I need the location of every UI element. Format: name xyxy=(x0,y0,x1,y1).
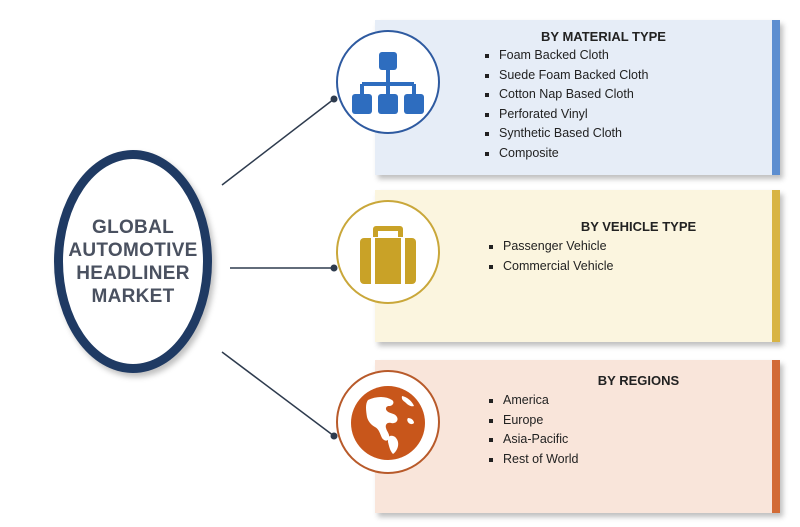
connector-regions xyxy=(221,351,335,437)
market-title-line-1: GLOBAL xyxy=(91,216,174,238)
market-title: GLOBAL AUTOMOTIVE HEADLINER MARKET xyxy=(68,216,197,308)
connector-dot-vehicle xyxy=(330,264,338,272)
connector-dot-material xyxy=(330,95,338,103)
material-icon-circle xyxy=(336,30,440,134)
list-item: Foam Backed Cloth xyxy=(483,46,772,66)
list-item: Composite xyxy=(483,144,772,164)
list-item: Suede Foam Backed Cloth xyxy=(483,66,772,86)
market-center-ellipse: GLOBAL AUTOMOTIVE HEADLINER MARKET xyxy=(54,150,212,373)
regions-title: BY REGIONS xyxy=(597,373,680,388)
list-item: Synthetic Based Cloth xyxy=(483,124,772,144)
material-type-panel: BY MATERIAL TYPE Foam Backed Cloth Suede… xyxy=(375,20,780,175)
globe-icon xyxy=(351,386,425,460)
market-title-line-2: AUTOMOTIVE xyxy=(68,239,198,261)
vehicle-type-list: Passenger Vehicle Commercial Vehicle xyxy=(487,237,772,276)
regions-icon-circle xyxy=(336,370,440,474)
material-type-list: Foam Backed Cloth Suede Foam Backed Clot… xyxy=(483,46,772,163)
list-item: America xyxy=(487,391,772,411)
vehicle-type-panel: BY VEHICLE TYPE Passenger Vehicle Commer… xyxy=(375,190,780,342)
connector-dot-regions xyxy=(330,432,338,440)
list-item: Commercial Vehicle xyxy=(487,257,772,277)
regions-panel: BY REGIONS America Europe Asia-Pacific R… xyxy=(375,360,780,513)
briefcase-icon xyxy=(360,226,416,284)
list-item: Cotton Nap Based Cloth xyxy=(483,85,772,105)
list-item: Passenger Vehicle xyxy=(487,237,772,257)
material-type-title: BY MATERIAL TYPE xyxy=(541,29,666,44)
list-item: Asia-Pacific xyxy=(487,430,772,450)
regions-list: America Europe Asia-Pacific Rest of Worl… xyxy=(487,391,772,469)
list-item: Perforated Vinyl xyxy=(483,105,772,125)
list-item: Europe xyxy=(487,411,772,431)
list-item: Rest of World xyxy=(487,450,772,470)
vehicle-type-title: BY VEHICLE TYPE xyxy=(580,219,697,234)
vehicle-icon-circle xyxy=(336,200,440,304)
market-title-line-3: HEADLINER xyxy=(76,262,190,284)
market-title-line-4: MARKET xyxy=(91,285,175,307)
hierarchy-icon xyxy=(352,52,424,114)
connector-material xyxy=(221,98,335,186)
